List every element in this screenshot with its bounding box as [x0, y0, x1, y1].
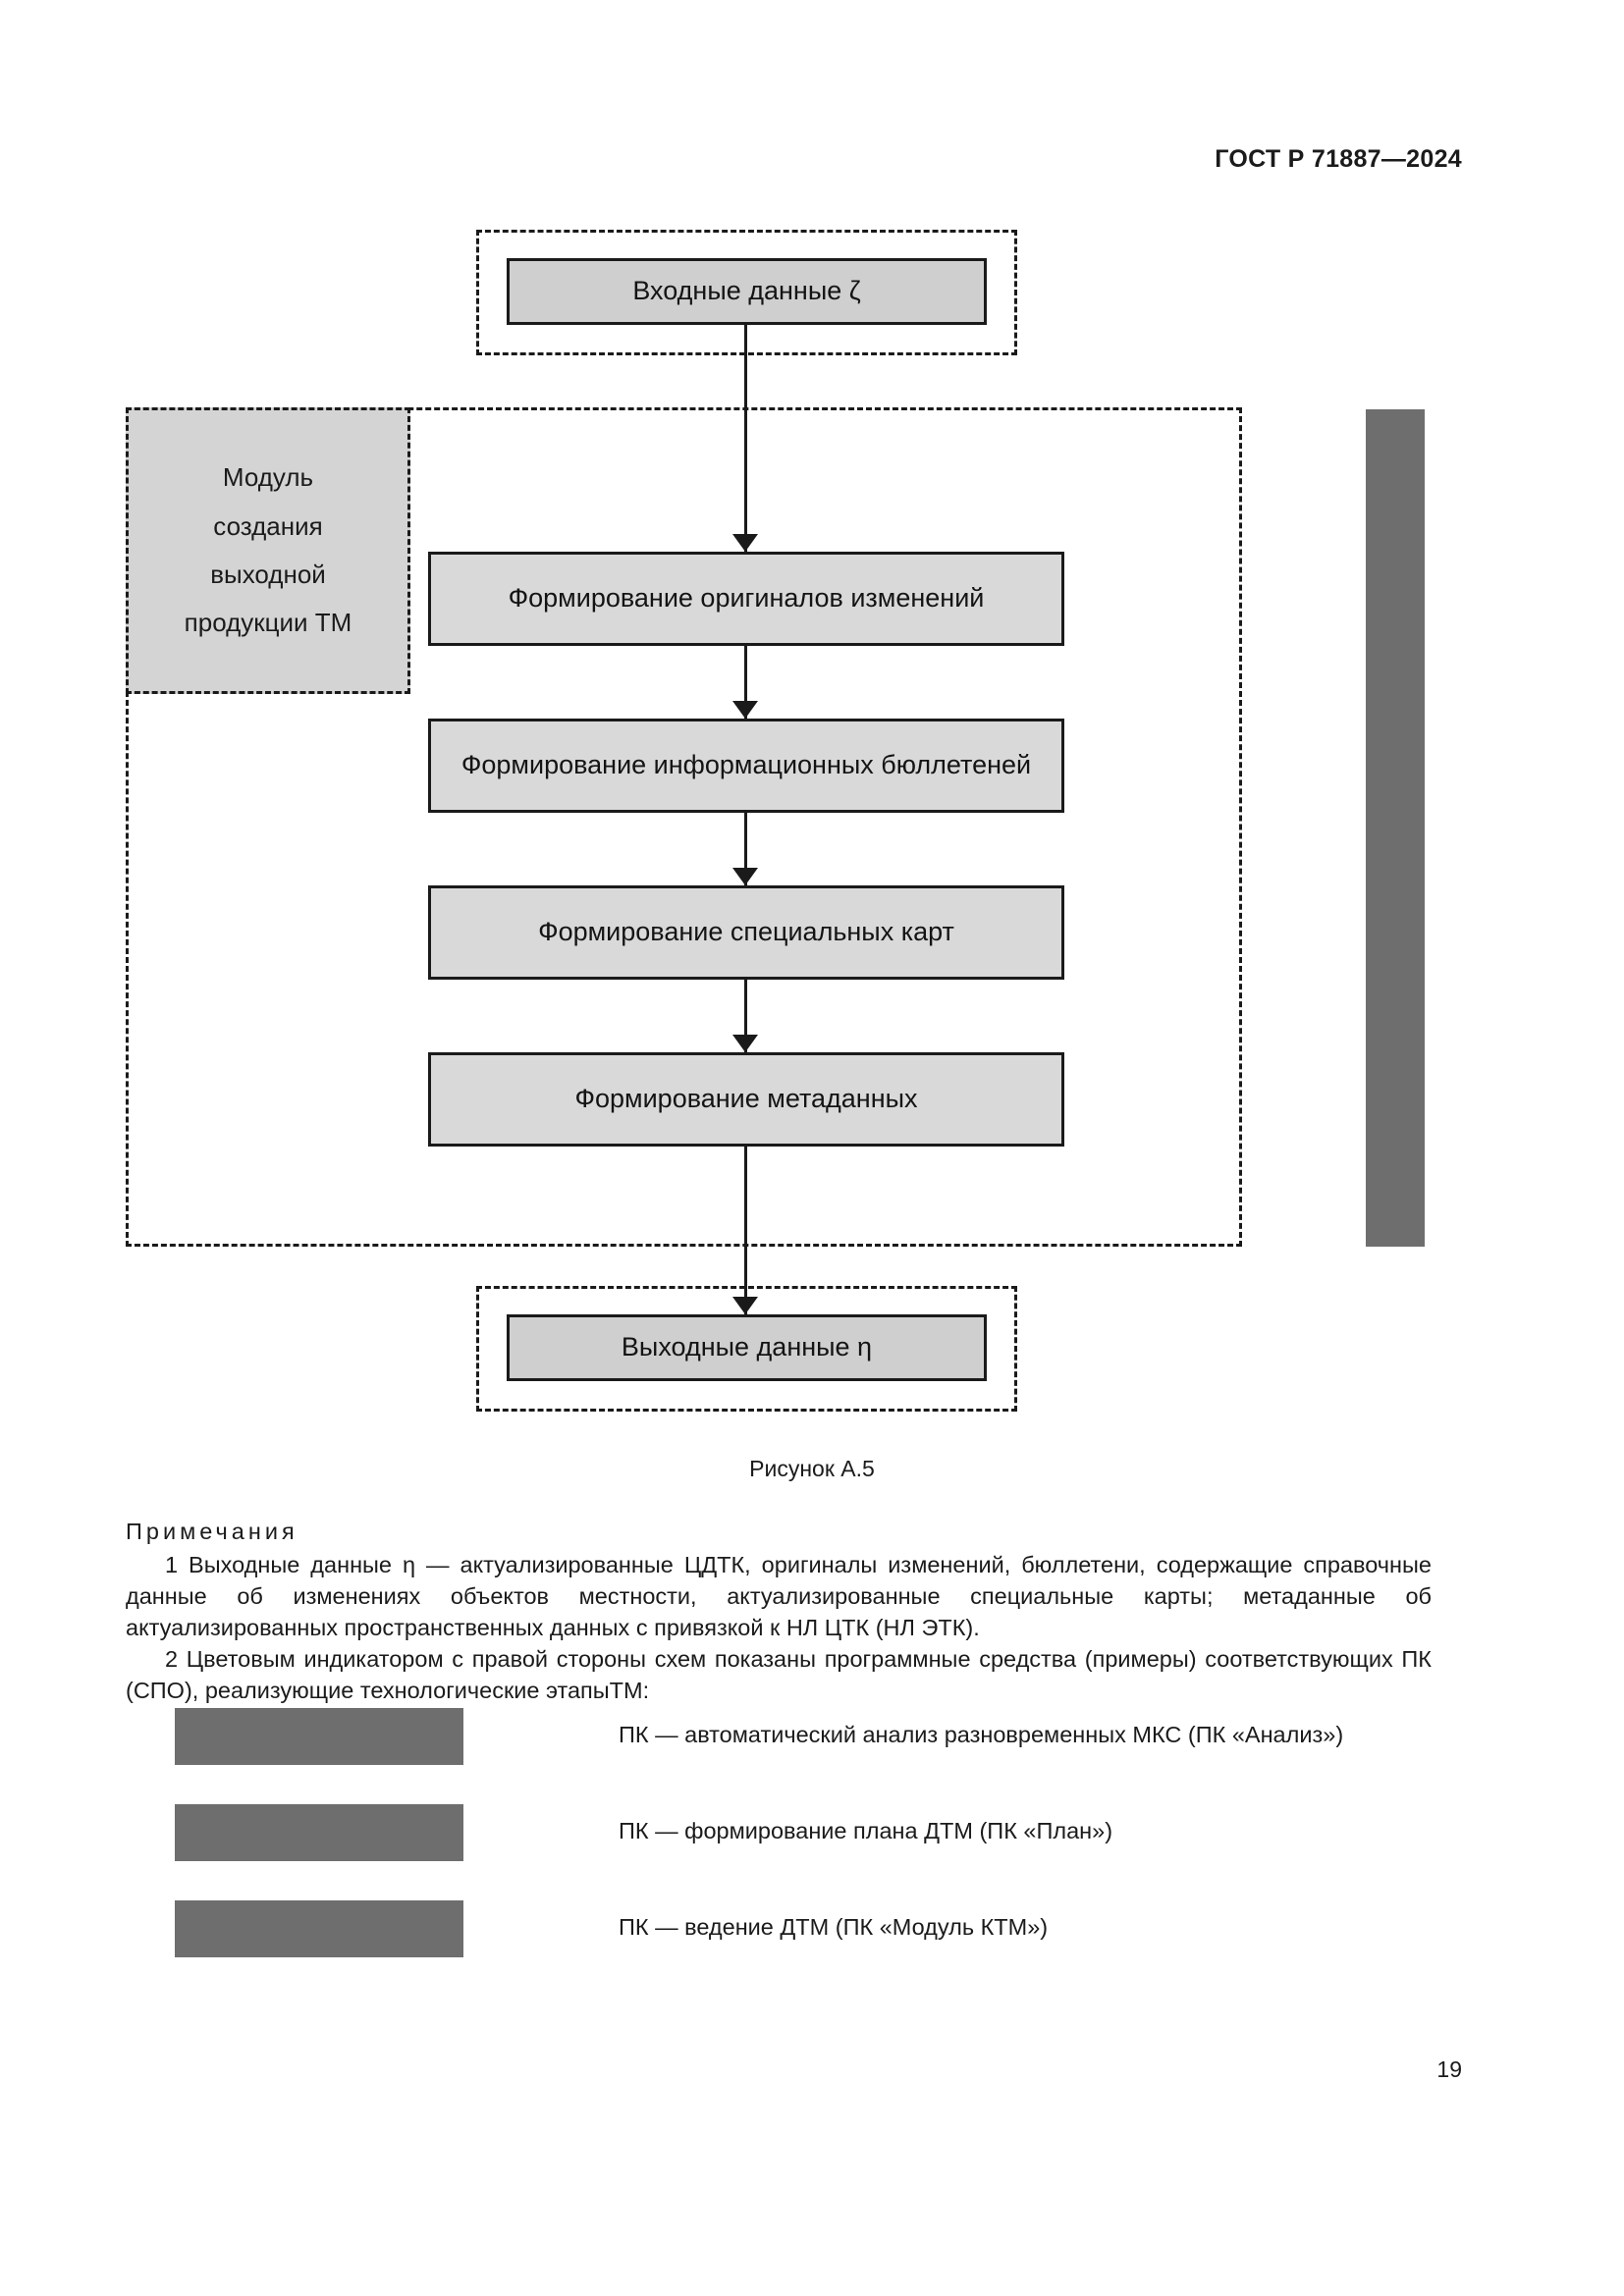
page-number: 19	[1436, 2056, 1462, 2082]
connector-step1-to-step2	[744, 646, 747, 719]
arrowhead-step1	[732, 534, 758, 552]
process-step-2: Формирование информационных бюллетеней	[428, 719, 1064, 813]
connector-input-to-step1	[744, 325, 747, 552]
process-step-4: Формирование метаданных	[428, 1052, 1064, 1147]
connector-step3-to-step4	[744, 980, 747, 1052]
arrowhead-step3	[732, 868, 758, 885]
software-color-indicator-bar	[1366, 409, 1425, 1247]
standard-header: ГОСТ Р 71887—2024	[1215, 145, 1462, 173]
arrowhead-output	[732, 1297, 758, 1314]
legend-item-label: ПК — ведение ДТМ (ПК «Модуль КТМ»)	[619, 1914, 1049, 1940]
process-dashed-zone	[126, 407, 1242, 1247]
legend-item-label: ПК — автоматический анализ разновременны…	[619, 1722, 1344, 1747]
notes-title: Примечания	[126, 1519, 298, 1544]
legend-item: ПК — ведение ДТМ (ПК «Модуль КТМ»)	[175, 1900, 1451, 1961]
notes-block: Примечания 1 Выходные данные η — актуали…	[126, 1517, 1432, 1707]
module-label-line-1: Модуль	[222, 462, 314, 493]
legend-color-swatch	[175, 1804, 463, 1861]
legend-item-label: ПК — формирование плана ДТМ (ПК «План»)	[619, 1818, 1113, 1843]
legend-block: ПК — автоматический анализ разновременны…	[175, 1708, 1451, 1997]
process-step-3: Формирование специальных карт	[428, 885, 1064, 980]
legend-color-swatch	[175, 1900, 463, 1957]
output-data-node: Выходные данные η	[507, 1314, 987, 1381]
figure-caption: Рисунок А.5	[749, 1456, 875, 1481]
arrowhead-step2	[732, 701, 758, 719]
module-label-block: Модуль создания выходной продукции ТМ	[126, 407, 410, 694]
output-dashed-zone	[476, 1286, 1017, 1412]
legend-item: ПК — автоматический анализ разновременны…	[175, 1708, 1451, 1769]
note-item-2: 2 Цветовым индикатором с правой стороны …	[126, 1645, 1432, 1703]
legend-item: ПК — формирование плана ДТМ (ПК «План»)	[175, 1804, 1451, 1865]
process-step-1: Формирование оригиналов изменений	[428, 552, 1064, 646]
note-item-1: 1 Выходные данные η — актуализированные …	[126, 1551, 1432, 1640]
legend-color-swatch	[175, 1708, 463, 1765]
connector-step4-to-output	[744, 1147, 747, 1314]
connector-step2-to-step3	[744, 813, 747, 885]
input-data-node: Входные данные ζ	[507, 258, 987, 325]
module-label-line-2: создания	[213, 510, 323, 541]
module-label-line-4: продукции ТМ	[184, 608, 352, 638]
arrowhead-step4	[732, 1035, 758, 1052]
module-label-line-3: выходной	[210, 560, 326, 589]
figure-a5-diagram: Модуль создания выходной продукции ТМ Вх…	[126, 230, 1425, 1412]
